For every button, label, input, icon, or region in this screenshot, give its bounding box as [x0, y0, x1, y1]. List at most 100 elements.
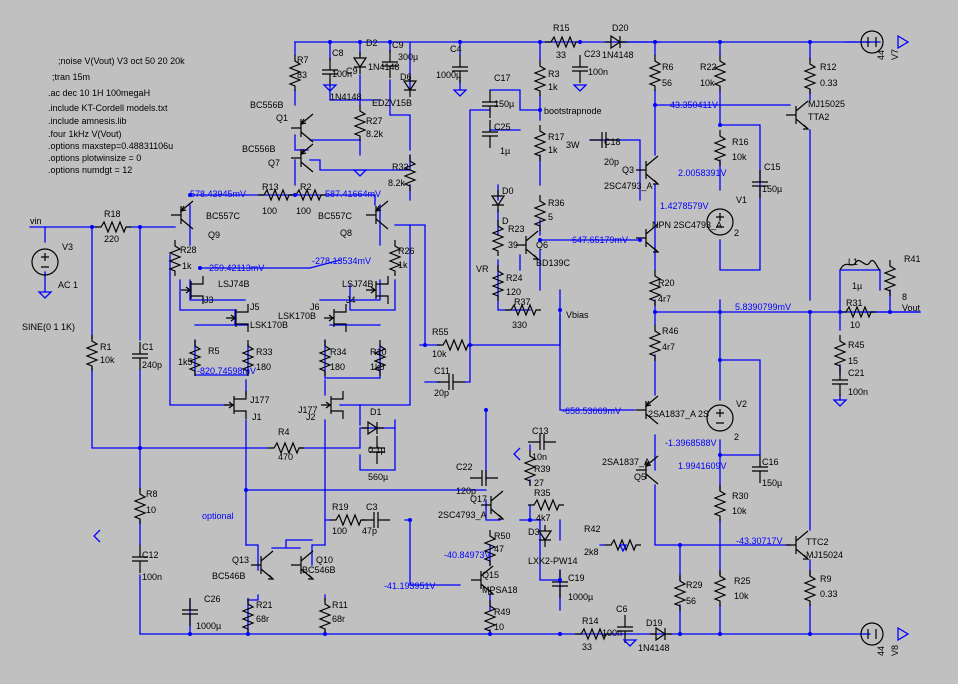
value-q9: BC557C [206, 211, 241, 221]
inductor-l1 [839, 259, 881, 271]
ref-j4: J4 [346, 295, 356, 305]
ref-r12: R12 [820, 62, 837, 72]
ref-r29: R29 [686, 580, 703, 590]
node-voltage: 647.65179mV [572, 235, 628, 245]
value-r7: 83 [297, 70, 307, 80]
ref-r19: R19 [332, 502, 349, 512]
node-voltage: 578.43945mV [190, 189, 246, 199]
value-j6: LSK170B [278, 311, 316, 321]
value-c2: 560µ [368, 472, 388, 482]
ref-r21: R21 [256, 600, 273, 610]
ref-r42: R42 [584, 524, 601, 534]
value-r34: 180 [330, 362, 345, 372]
ref-r39: R39 [534, 464, 551, 474]
node-voltage: 5.8390799mV [735, 302, 791, 312]
directive-maxstep: .options maxstep=0.48831106u [48, 141, 173, 151]
ref-d2: D2 [366, 38, 378, 48]
ref-r25: R25 [734, 576, 751, 586]
ref-r32: R32 [392, 162, 409, 172]
value-c17: 150µ [494, 99, 514, 109]
value-r45: 15 [848, 356, 858, 366]
ref-r50: R50 [494, 531, 511, 541]
value-d3: LXK2-PW14 [528, 556, 578, 566]
ref-d20: D20 [612, 23, 629, 33]
value-d20: 1N4148 [602, 50, 634, 60]
node-voltage: -41.193951V [384, 581, 436, 591]
ref-r5: R5 [208, 346, 220, 356]
ref-c19: C19 [568, 573, 585, 583]
directive-ac: .ac dec 10 1H 100megaH [48, 88, 150, 98]
value-tta2: TTA2 [808, 112, 829, 122]
ref-r26: R26 [398, 246, 415, 256]
node-voltage: 2.0058391V [678, 168, 727, 178]
net-label-vbias: Vbias [566, 310, 589, 320]
ref-r34: R34 [330, 347, 347, 357]
value-c3: 47p [362, 526, 377, 536]
value-r19: 100 [332, 526, 347, 536]
ref-d1: D1 [370, 407, 382, 417]
value-r2: 100 [296, 206, 311, 216]
value-r30: 10k [732, 506, 747, 516]
node-voltage: -259.42113mV [206, 263, 264, 273]
node-voltage-readouts: 578.43945mV 587.41664mV -259.42113mV -27… [190, 100, 791, 591]
value-r41: 8 [902, 292, 907, 302]
node-voltage: -658.53669mV [562, 406, 621, 416]
ref-c22: C22 [456, 462, 473, 472]
ref-c18: C18 [604, 137, 621, 147]
directive-include-lib: .include amnesis.lib [48, 116, 127, 126]
ref-q10: Q10 [316, 555, 333, 565]
ref-d3: D3 [528, 527, 540, 537]
ref-c8: C8 [332, 48, 344, 58]
value-v3: AC 1 [58, 280, 78, 290]
ref-c4: C4 [450, 44, 462, 54]
value-q7: BC556B [242, 144, 276, 154]
ref-c9: C9 [392, 40, 404, 50]
value-d19: 1N4148 [638, 643, 670, 653]
net-label-vin: vin [30, 216, 42, 226]
value-c13: 10n [532, 452, 547, 462]
ref-q6: Q6 [536, 240, 548, 250]
value-r22: 10k [700, 78, 715, 88]
value-r37: 330 [512, 320, 527, 330]
value-r35: 4k7 [536, 513, 551, 523]
ref-c23: C23 [584, 49, 601, 59]
value-c1: 240p [142, 360, 162, 370]
value-c12: 100n [142, 572, 162, 582]
value-r1: 10k [100, 355, 115, 365]
ref-r2: R2 [300, 182, 312, 192]
ref-r30: R30 [732, 491, 749, 501]
ref-c17: C17 [494, 73, 511, 83]
value-c11: 20p [434, 388, 449, 398]
value-j5: LSK170B [250, 320, 288, 330]
ref-q1: Q1 [276, 113, 288, 123]
ref-c25: C25 [494, 122, 511, 132]
ref-c3: C3 [366, 502, 378, 512]
value-r23: 39 [508, 240, 518, 250]
net-label-vr: VR [476, 264, 489, 274]
ref-v2: V2 [736, 399, 747, 409]
ref-r28: R28 [180, 245, 197, 255]
value-v7: 44 [876, 50, 886, 60]
value-r39: 27 [534, 478, 544, 488]
ref-r1: R1 [100, 342, 112, 352]
ref-r55: R55 [432, 327, 449, 337]
node-voltage: 43.350411V [670, 100, 718, 110]
value-r26: 1k [398, 260, 408, 270]
net-label-vout: Vout [902, 303, 921, 313]
component-symbols [31, 30, 896, 646]
value-r33: 180 [256, 362, 271, 372]
ref-v8: V8 [890, 645, 900, 656]
value-v2: 2 [734, 432, 739, 442]
ref-r31: R31 [846, 298, 863, 308]
ref-r16: R16 [732, 137, 749, 147]
value-r31: 10 [850, 320, 860, 330]
optional-note: optional [202, 511, 234, 521]
ref-r17: R17 [548, 132, 565, 142]
value-q10: BC546B [302, 565, 336, 575]
value-r29: 56 [686, 596, 696, 606]
value-q15: MPSA18 [482, 585, 518, 595]
value-r32: 8.2k [388, 178, 406, 188]
ref-j1: J1 [252, 412, 262, 422]
net-label-bootstrapnode: bootstrapnode [544, 106, 602, 116]
